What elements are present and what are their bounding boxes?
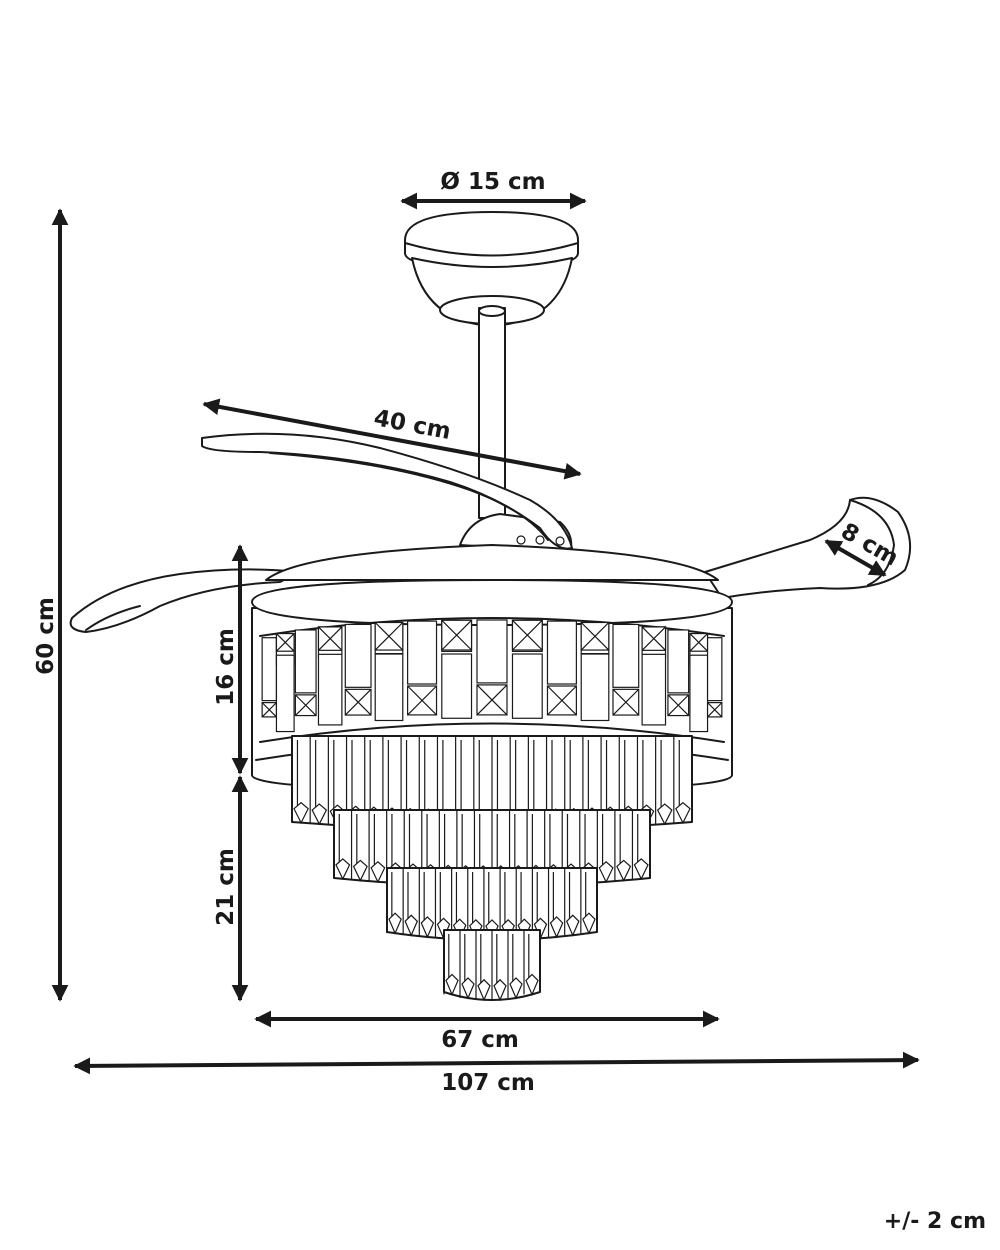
- drum-panel: [294, 629, 317, 694]
- crystal-tier: [443, 929, 541, 1002]
- tolerance-note: +/- 2 cm: [883, 1209, 986, 1234]
- drum-panel: [641, 653, 667, 726]
- drum-panel: [612, 623, 640, 688]
- total-span-line: [73, 1051, 920, 1075]
- left-blade: [69, 568, 301, 633]
- drum-crystal-panels: [261, 619, 723, 733]
- drum-panel: [580, 653, 610, 722]
- blade-width-line: [824, 539, 887, 577]
- canopy-diameter-label: Ø 15 cm: [440, 169, 545, 195]
- drum-panel: [407, 620, 438, 685]
- drum-panel: [476, 619, 508, 684]
- fan-illustration: [69, 211, 912, 1002]
- motor-housing: [265, 544, 719, 581]
- canopy: [404, 211, 579, 327]
- blade-length-line: [202, 398, 582, 480]
- drum-panel: [344, 623, 372, 688]
- drum-panel: [667, 629, 690, 694]
- back-blade: [201, 432, 573, 553]
- drum-panel: [374, 653, 404, 722]
- drum-panel: [706, 637, 723, 702]
- drum-panel: [689, 654, 709, 733]
- total-height-label: 60 cm: [33, 597, 59, 675]
- drum-panel: [441, 653, 473, 719]
- drum: [251, 579, 733, 791]
- drum-panel: [275, 654, 295, 733]
- crystal-height-label: 21 cm: [213, 848, 239, 926]
- crystal-tiers: [291, 735, 693, 1002]
- dimension-lines: [51, 192, 920, 1075]
- drum-diameter-label: 67 cm: [441, 1027, 519, 1053]
- drum-panel: [317, 653, 343, 726]
- drum-height-label: 16 cm: [213, 628, 239, 706]
- drum-panel: [546, 620, 577, 685]
- drum-panel: [261, 637, 278, 702]
- total-span-label: 107 cm: [441, 1070, 535, 1096]
- drum-panel: [511, 653, 543, 719]
